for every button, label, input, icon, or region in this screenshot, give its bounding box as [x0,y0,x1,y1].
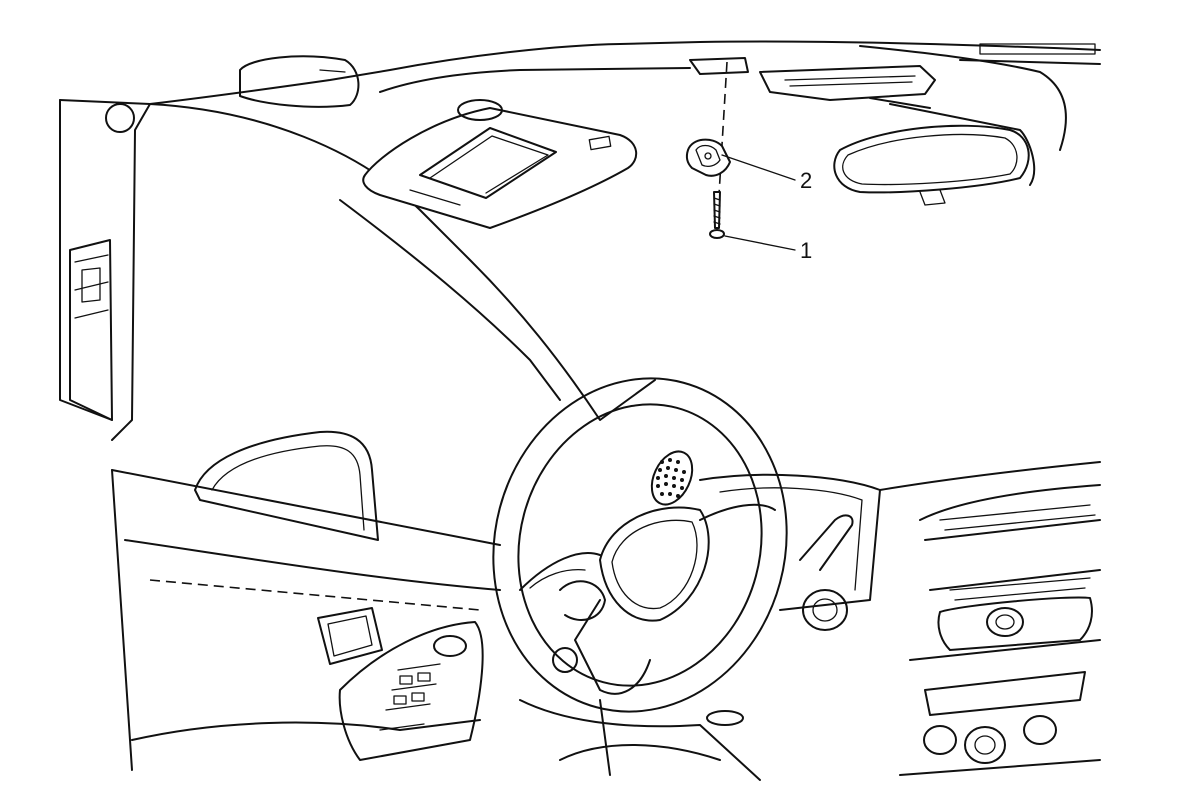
overhead-console [689,57,1036,186]
callout-label-1: 1 [800,238,812,263]
screw-fastener [709,191,725,239]
lower-column [519,699,761,781]
bracket-clip [685,138,731,177]
leader-line-2 [721,154,796,181]
headliner [59,40,1101,151]
side-trim [59,99,113,421]
callout-label-2: 2 [800,168,812,193]
a-pillar [105,103,656,441]
rear-view-mirror [833,124,1030,206]
driver-sun-visor [362,99,638,229]
door-panel [111,469,501,771]
left-sun-visor-upper [239,55,360,108]
center-dash [879,461,1101,776]
steering-wheel [492,377,788,713]
leader-line-1 [724,235,796,251]
side-mirror [111,430,501,546]
